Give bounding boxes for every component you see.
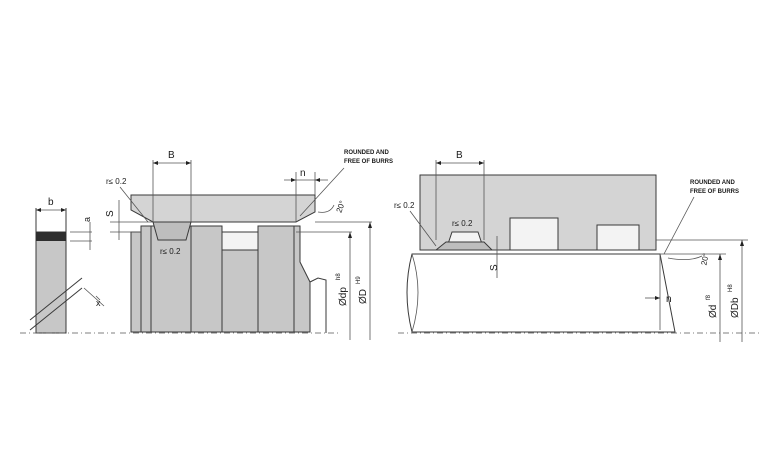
rod-view: B r≤ 0.2 r≤ 0.2 S ROUNDED AND FREE OF BU… — [394, 150, 760, 342]
diameter-dp-label: Ødp — [338, 287, 349, 306]
rod-radius-outer-label: r≤ 0.2 — [394, 201, 415, 210]
ring-width-label: b — [48, 197, 54, 208]
step-label: S — [105, 210, 116, 217]
rod-radius-inner-label: r≤ 0.2 — [452, 219, 473, 228]
chamfer-length-label: n — [300, 168, 306, 179]
radius-bottom-label: r≤ 0.2 — [160, 247, 181, 256]
rod-note-line-1: ROUNDED AND — [690, 180, 735, 186]
rod-chamfer-angle-label: 20° — [700, 253, 711, 266]
ring-height-label: a — [82, 217, 92, 222]
radius-top-label: r≤ 0.2 — [106, 177, 127, 186]
diameter-d-tolerance: f8 — [706, 294, 712, 300]
diameter-D-tolerance: H9 — [356, 276, 362, 284]
cut-angle-icon: x — [96, 298, 101, 308]
diameter-D-label: ØD — [358, 289, 369, 304]
rod-chamfer-length-label: n — [666, 294, 672, 305]
diameter-dp-tolerance: h8 — [336, 273, 342, 280]
chamfer-angle-label: 20° — [334, 199, 347, 213]
rod-groove-width-label: B — [456, 150, 463, 161]
ring-cross-section: b a x — [20, 197, 115, 334]
groove-width-label: B — [168, 150, 175, 161]
piston-view: B r≤ 0.2 r≤ 0.2 S n 20° ROUNDED AND FREE… — [105, 150, 393, 340]
diameter-Db-tolerance: H8 — [728, 284, 734, 292]
rod-step-label: S — [489, 264, 500, 271]
rod-note-line-2: FREE OF BURRS — [690, 189, 739, 195]
diameter-Db-label: ØDb — [730, 297, 741, 318]
diameter-d-label: Ød — [708, 305, 719, 318]
note-line-2: FREE OF BURRS — [344, 159, 393, 165]
note-line-1: ROUNDED AND — [344, 150, 389, 156]
